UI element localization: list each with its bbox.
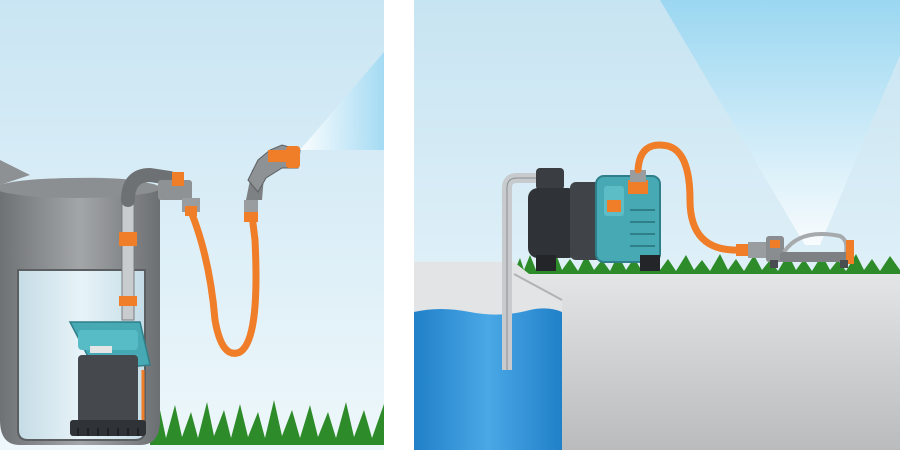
left-panel [0,0,384,450]
right-hose [634,141,744,254]
right-water-spray [660,0,900,245]
garden-pump-icon [528,168,661,271]
right-grass [514,254,900,276]
right-panel [414,0,900,450]
left-hose [188,210,260,357]
sprinkler-icon [736,232,854,268]
left-water-spray [300,52,384,150]
submersible-pump-icon [68,321,151,436]
well-water [414,308,562,450]
left-grass [150,400,384,445]
riser-pipe [119,167,177,321]
spray-nozzle-icon [244,144,301,222]
panel-divider [384,0,414,450]
ground-block [514,274,900,450]
